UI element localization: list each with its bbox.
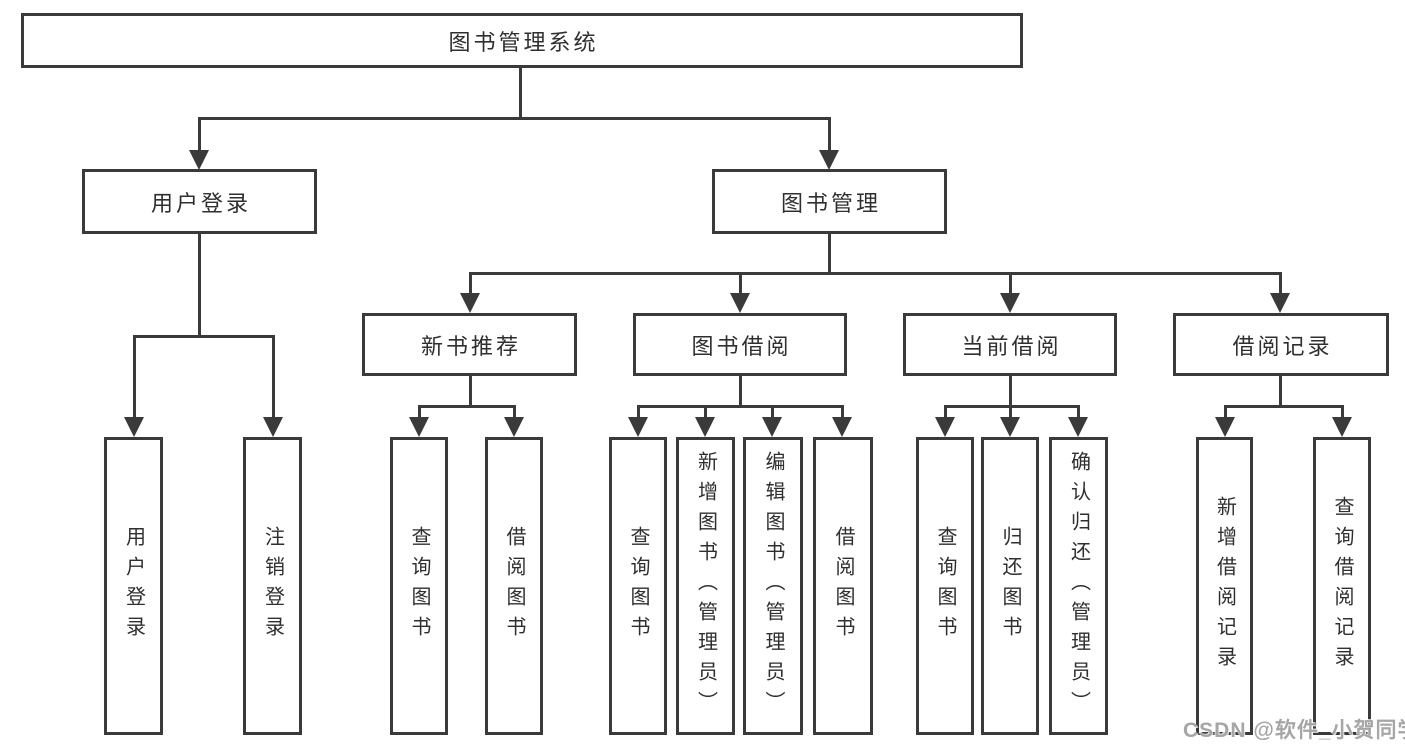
connector-line: [771, 405, 774, 421]
node-book-borrowing: 图书借阅: [633, 313, 847, 376]
leaf-return-books-label: 归还图书: [999, 526, 1021, 646]
connector-line: [1009, 272, 1012, 298]
leaf-recommend-query-books-label: 查询图书: [408, 526, 430, 646]
watermark: CSDN @软件_小贺同学: [1183, 719, 1405, 742]
arrow-down-icon: [409, 417, 429, 437]
connector-line: [944, 405, 1080, 408]
connector-line: [1341, 405, 1344, 421]
arrow-down-icon: [1332, 417, 1352, 437]
arrow-down-icon: [460, 293, 480, 313]
connector-line: [133, 335, 275, 338]
leaf-logout-label: 注销登录: [261, 526, 284, 646]
node-book-borrowing-label: 图书借阅: [691, 333, 792, 359]
node-borrowing-records: 借阅记录: [1173, 313, 1389, 376]
arrow-down-icon: [1270, 293, 1290, 313]
node-user-login: 用户登录: [82, 169, 317, 234]
connector-line: [1009, 376, 1012, 408]
connector-line: [739, 376, 742, 408]
arrow-down-icon: [1068, 417, 1088, 437]
arrow-down-icon: [832, 417, 852, 437]
arrow-down-icon: [730, 293, 750, 313]
connector-line: [828, 117, 831, 153]
connector-line: [418, 405, 516, 408]
arrow-down-icon: [628, 417, 648, 437]
leaf-borrowing-query-books-label: 查询图书: [627, 526, 649, 646]
connector-line: [513, 405, 516, 421]
connector-line: [469, 272, 1282, 275]
connector-line: [1224, 405, 1227, 421]
arrow-down-icon: [1000, 417, 1020, 437]
node-root-label: 图书管理系统: [448, 29, 599, 55]
connector-line: [841, 405, 844, 421]
leaf-confirm-return-admin-label: 确认归还（管理员）: [1067, 451, 1090, 721]
node-borrowing-records-label: 借阅记录: [1232, 333, 1333, 359]
arrow-down-icon: [695, 417, 715, 437]
connector-line: [1224, 405, 1344, 408]
leaf-recommend-borrow-books-label: 借阅图书: [503, 526, 525, 646]
leaf-recommend-query-books: 查询图书: [390, 437, 448, 735]
connector-line: [198, 117, 831, 120]
arrow-down-icon: [504, 417, 524, 437]
leaf-add-books-admin: 新增图书（管理员）: [676, 437, 735, 735]
connector-line: [944, 405, 947, 421]
connector-line: [198, 234, 201, 338]
leaf-user-login: 用户登录: [104, 437, 163, 735]
leaf-add-books-admin-label: 新增图书（管理员）: [694, 451, 717, 721]
connector-line: [133, 335, 136, 421]
connector-line: [739, 272, 742, 298]
leaf-logout: 注销登录: [243, 437, 302, 735]
leaf-borrowing-borrow-books-label: 借阅图书: [832, 526, 854, 646]
node-current-borrowing: 当前借阅: [903, 313, 1117, 376]
leaf-edit-books-admin-label: 编辑图书（管理员）: [762, 451, 784, 721]
arrow-down-icon: [263, 417, 283, 437]
connector-line: [469, 376, 472, 408]
leaf-query-borrow-record-label: 查询借阅记录: [1331, 496, 1353, 676]
connector-line: [1279, 376, 1282, 408]
leaf-query-borrow-record: 查询借阅记录: [1313, 437, 1371, 735]
arrow-down-icon: [762, 417, 782, 437]
leaf-recommend-borrow-books: 借阅图书: [485, 437, 543, 735]
connector-line: [637, 405, 844, 408]
connector-line: [519, 68, 522, 120]
connector-line: [418, 405, 421, 421]
arrow-down-icon: [819, 150, 839, 170]
arrow-down-icon: [1000, 293, 1020, 313]
node-book-management: 图书管理: [712, 169, 947, 234]
connector-line: [637, 405, 640, 421]
connector-line: [1279, 272, 1282, 298]
leaf-borrowing-query-books: 查询图书: [609, 437, 667, 735]
leaf-confirm-return-admin: 确认归还（管理员）: [1049, 437, 1108, 735]
node-new-book-recommend: 新书推荐: [362, 313, 577, 376]
arrow-down-icon: [935, 417, 955, 437]
leaf-add-borrow-record-label: 新增借阅记录: [1213, 496, 1236, 676]
connector-line: [272, 335, 275, 421]
leaf-return-books: 归还图书: [981, 437, 1039, 735]
arrow-down-icon: [1215, 417, 1235, 437]
node-root: 图书管理系统: [21, 13, 1023, 68]
arrow-down-icon: [124, 417, 144, 437]
leaf-current-query-books: 查询图书: [916, 437, 974, 735]
node-new-book-recommend-label: 新书推荐: [420, 333, 521, 359]
node-book-management-label: 图书管理: [780, 190, 881, 216]
leaf-borrowing-borrow-books: 借阅图书: [813, 437, 873, 735]
connector-line: [469, 272, 472, 298]
node-current-borrowing-label: 当前借阅: [961, 333, 1062, 359]
connector-line: [828, 234, 831, 275]
connector-line: [704, 405, 707, 421]
connector-line: [198, 117, 201, 153]
arrow-down-icon: [189, 150, 209, 170]
connector-line: [1077, 405, 1080, 421]
connector-line: [1009, 405, 1012, 421]
leaf-user-login-label: 用户登录: [122, 526, 145, 646]
node-user-login-label: 用户登录: [150, 190, 251, 216]
leaf-current-query-books-label: 查询图书: [934, 526, 956, 646]
leaf-add-borrow-record: 新增借阅记录: [1196, 437, 1253, 735]
leaf-edit-books-admin: 编辑图书（管理员）: [743, 437, 803, 735]
